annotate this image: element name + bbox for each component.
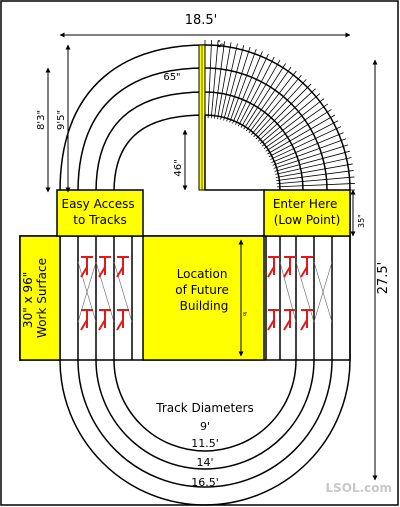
right-small-dim-label: 35": [357, 214, 366, 228]
turnout-symbols: [80, 256, 313, 331]
easy-access-label: Easy Access to Tracks: [61, 197, 138, 227]
helix-tie: [220, 43, 238, 120]
building-dim-label: 8': [243, 312, 248, 318]
helix-tie: [207, 40, 212, 119]
helix-tie: [226, 46, 251, 122]
helix-tie: [276, 170, 354, 181]
turnout-icon: [283, 256, 296, 278]
helix-tie: [271, 132, 344, 163]
bridge-strip: [198, 44, 206, 191]
helix-tie: [270, 126, 342, 160]
work-surface-panel: [19, 235, 61, 361]
turnout-icon: [283, 309, 296, 331]
helix-tie: [253, 79, 307, 138]
height-dim-label: 27.5': [376, 262, 391, 295]
enter-here-box: [263, 189, 351, 237]
helix-tie: [265, 109, 332, 152]
helix-tie: [235, 53, 269, 125]
turnout-icon: [267, 256, 280, 278]
work-surface-label: 30" x 96" Work Surface: [21, 258, 49, 338]
helix-tie: [237, 56, 275, 127]
turnout-icon: [300, 256, 313, 278]
easy-access-box: [56, 189, 144, 237]
helix-tie: [250, 74, 302, 136]
bottom-track-loops: [59, 359, 351, 506]
helix-tie: [232, 51, 263, 124]
turnout-icon: [300, 309, 313, 331]
helix-tie: [255, 83, 312, 140]
future-building-panel: [142, 235, 265, 361]
helix-tie: [259, 93, 321, 145]
future-building-label: Location of Future Building: [175, 267, 232, 313]
helix-tie: [272, 138, 347, 166]
track-diameters-title: Track Diameters: [155, 401, 254, 415]
helix-tie: [275, 157, 352, 175]
turnout-icon: [98, 309, 111, 331]
track-diameter-4: 16.5': [191, 476, 219, 489]
turnout-icon: [98, 256, 111, 278]
helix-tie: [240, 59, 281, 128]
turnout-icon: [116, 309, 129, 331]
enter-here-label: Enter Here (Low Point): [273, 197, 341, 227]
width-dim-label: 18.5': [185, 13, 218, 28]
left-outer-dim-label: 8'3": [36, 110, 47, 130]
helix-fan: [204, 40, 355, 191]
helix-tie: [273, 144, 349, 169]
turnout-icon: [267, 309, 280, 331]
helix-tie: [274, 150, 350, 172]
turnout-icon: [80, 256, 93, 278]
track-diameter-1: 9': [200, 420, 210, 433]
arc-label: 65": [163, 72, 180, 83]
helix-tie: [267, 114, 336, 155]
crossover-lines: [77, 261, 333, 323]
helix-tie: [276, 183, 355, 188]
top-small-dim-label: 5": [217, 39, 226, 48]
turnout-icon: [116, 256, 129, 278]
inner-helix-corner: [204, 115, 265, 191]
helix-tie: [217, 42, 232, 120]
helix-tie: [263, 103, 329, 150]
track-diameter-2: 11.5': [191, 437, 219, 450]
turnout-icon: [80, 309, 93, 331]
helix-tie: [261, 98, 325, 147]
left-inner-dim-label: 9'5": [56, 110, 67, 130]
watermark-logo: LSOL.com: [325, 481, 392, 495]
top-left-track-loops: [59, 44, 206, 193]
helix-tie: [243, 63, 286, 130]
helix-tie: [214, 41, 225, 119]
helix-tie: [276, 176, 355, 185]
helix-tie: [223, 45, 245, 121]
helix-tie: [257, 88, 316, 142]
helix-tie: [229, 48, 257, 123]
helix-tie: [248, 70, 297, 134]
helix-tie: [210, 40, 219, 119]
helix-tie: [275, 163, 353, 178]
helix-tie: [245, 66, 292, 132]
arc-radius-label: 46": [173, 159, 184, 176]
helix-tie: [268, 120, 339, 158]
track-diameter-3: 14': [196, 456, 213, 469]
